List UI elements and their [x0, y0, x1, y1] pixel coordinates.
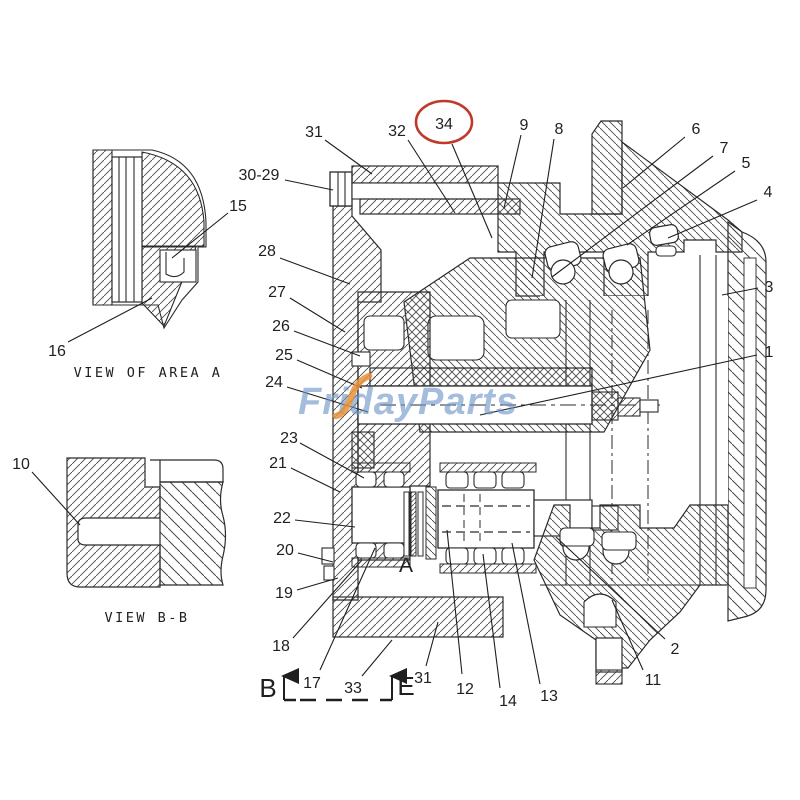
callout-23: 23	[280, 430, 298, 447]
main-section	[321, 120, 767, 685]
callout-6: 6	[692, 121, 701, 138]
leader-line	[425, 621, 439, 667]
callout-17: 17	[303, 675, 321, 692]
seal-detail	[159, 249, 197, 283]
leader-line	[284, 179, 334, 191]
callout-4: 4	[764, 184, 773, 201]
leader-line	[296, 359, 363, 389]
highlight-ellipse-34	[414, 99, 474, 145]
view-captions: VIEW OF AREA A VIEW B-B	[74, 365, 223, 626]
housing-tower	[591, 120, 623, 215]
callout-30-29: 30-29	[239, 167, 280, 184]
bolt-head	[329, 171, 353, 207]
callout-11: 11	[645, 672, 662, 689]
callout-31: 31	[305, 124, 323, 141]
watermark-text: FridayParts	[298, 381, 518, 423]
bolt-top-strip	[351, 165, 499, 184]
watermark-check-icon	[332, 372, 373, 420]
leader-line	[289, 297, 346, 333]
leader-line	[361, 639, 393, 677]
callout-9: 9	[520, 117, 529, 134]
leader-line	[511, 542, 541, 685]
callout-18: 18	[272, 638, 290, 655]
leader-line	[407, 139, 456, 214]
caption-view-area-a: VIEW OF AREA A	[74, 365, 223, 381]
caption-view-b-b: VIEW B-B	[104, 610, 189, 626]
section-marker-be	[281, 668, 407, 702]
callout-8: 8	[555, 121, 564, 138]
callout-22: 22	[273, 510, 291, 527]
callout-7: 7	[720, 140, 729, 157]
callout-14: 14	[499, 693, 517, 710]
leader-line	[286, 386, 369, 413]
leader-line	[451, 143, 493, 239]
view-area-a	[92, 149, 207, 330]
leader-line	[293, 330, 361, 357]
leader-lines	[31, 134, 759, 689]
section-letter-e: E	[397, 671, 414, 701]
leader-line	[299, 442, 365, 479]
leader-line	[294, 519, 356, 528]
planet-gear-2	[437, 489, 535, 549]
callout-28: 28	[258, 243, 276, 260]
leader-line	[479, 354, 758, 416]
callout-31b: 31	[414, 670, 432, 687]
mounting-foot	[595, 637, 623, 673]
callout-2: 2	[671, 641, 680, 658]
callout-3: 3	[765, 279, 774, 296]
callout-labels: 31 32 34 9 8 6 7 5 4 3 1 30-29 28 27 26 …	[12, 116, 773, 710]
callout-27: 27	[268, 284, 286, 301]
leader-line	[67, 297, 153, 343]
leader-line	[622, 136, 686, 189]
leader-line	[171, 212, 229, 259]
section-letter-a: A	[399, 554, 413, 577]
planet-gear-1	[351, 486, 411, 544]
callout-19: 19	[275, 585, 293, 602]
view-b-b	[66, 457, 227, 588]
watermark: FridayParts	[298, 372, 518, 423]
section-letter-b: B	[259, 673, 276, 703]
leader-line	[324, 139, 373, 175]
leader-line	[31, 471, 81, 526]
leader-line	[446, 529, 463, 675]
callout-32: 32	[388, 123, 406, 140]
leader-line	[503, 134, 522, 209]
callout-1: 1	[765, 344, 774, 361]
callout-26: 26	[272, 318, 290, 335]
leader-line	[611, 599, 644, 671]
leader-line	[292, 559, 363, 639]
callout-34: 34	[435, 116, 453, 133]
leader-line	[721, 287, 759, 296]
callout-15: 15	[229, 198, 247, 215]
leader-line	[297, 552, 334, 563]
leader-line	[319, 547, 376, 671]
leader-line	[551, 155, 714, 278]
leader-line	[279, 257, 351, 285]
callout-24: 24	[265, 374, 283, 391]
callout-16: 16	[48, 343, 66, 360]
callout-25: 25	[275, 347, 293, 364]
leader-line	[290, 467, 341, 493]
callout-33: 33	[344, 680, 362, 697]
leader-line	[626, 170, 736, 246]
callout-20: 20	[276, 542, 294, 559]
leader-line	[296, 577, 339, 591]
leader-line	[667, 199, 758, 239]
leader-line	[531, 138, 555, 279]
callout-10: 10	[12, 456, 30, 473]
leader-line	[482, 553, 501, 689]
callout-21: 21	[269, 455, 287, 472]
callout-5: 5	[742, 155, 751, 172]
leader-line	[555, 536, 666, 640]
callout-13: 13	[540, 688, 558, 705]
callout-12: 12	[456, 681, 474, 698]
